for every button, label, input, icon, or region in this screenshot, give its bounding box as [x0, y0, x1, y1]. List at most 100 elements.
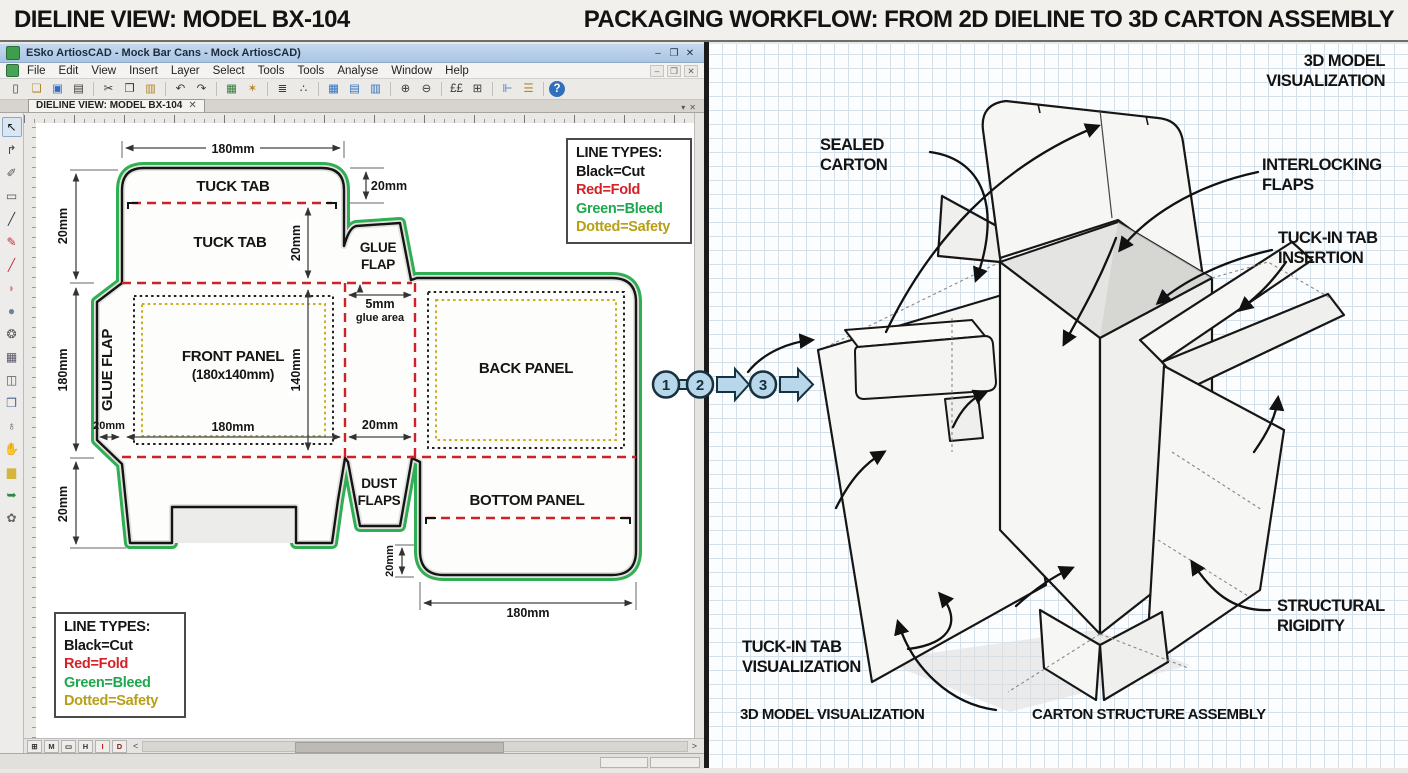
snap-icon[interactable]: ⊞	[472, 83, 483, 95]
menu-layer[interactable]: Layer	[170, 64, 200, 77]
toolbar-separator	[543, 82, 544, 96]
dim-left-top: 20mm	[56, 208, 70, 244]
tuck-tab-inner-label: TUCK TAB	[193, 234, 267, 251]
view-grid-1-icon[interactable]: ▦	[328, 83, 339, 95]
zoom-in-icon[interactable]: ⊕	[400, 83, 411, 95]
bottom-notch-shading	[172, 509, 296, 543]
legend-fold: Red=Fold	[64, 656, 129, 673]
select-tool-icon[interactable]: ↖	[1, 117, 22, 137]
interlocking-flaps-label-2: FLAPS	[1262, 176, 1314, 194]
status-cell	[600, 757, 648, 768]
menu-insert[interactable]: Insert	[129, 64, 158, 77]
settings-tool-icon[interactable]: ✿	[6, 511, 17, 525]
pan-tool-icon[interactable]: ✋	[4, 442, 19, 456]
measure-tool-icon[interactable]: ✐	[6, 166, 17, 180]
view-grid-3-icon[interactable]: ▥	[370, 83, 381, 95]
status-button-3[interactable]: ▭	[61, 739, 76, 753]
tab-close-icon[interactable]: ✕	[188, 100, 197, 111]
app-icon	[6, 46, 20, 60]
fold-line-tool-icon[interactable]: ╱	[7, 258, 16, 272]
export-tool-icon[interactable]: ➥	[6, 488, 17, 502]
restore-button[interactable]: ❐	[669, 47, 679, 59]
dimension-icon[interactable]: ££	[450, 83, 463, 95]
mdi-restore-icon[interactable]: ❐	[667, 64, 681, 77]
tuck-in-viz-label-1: TUCK-IN TAB	[742, 638, 842, 656]
graph-icon[interactable]: ∴	[299, 83, 308, 95]
panel-close-icon[interactable]: ✕	[689, 103, 696, 112]
fill-tool-icon[interactable]: ▆	[6, 465, 17, 479]
carton-3d-shapes	[816, 99, 1346, 702]
panel-tool-icon[interactable]: ▦	[5, 350, 18, 364]
menu-tools-2[interactable]: Tools	[297, 64, 325, 77]
redo-icon[interactable]: ↷	[196, 83, 207, 95]
tab-bar-controls: ▾ ✕	[681, 103, 704, 112]
menu-window[interactable]: Window	[391, 64, 433, 77]
split-view-tool-icon[interactable]: ◫	[5, 373, 18, 387]
menu-view[interactable]: View	[91, 64, 117, 77]
mdi-minimize-icon[interactable]: –	[650, 64, 664, 77]
workflow-step-2	[685, 370, 715, 399]
menu-help[interactable]: Help	[445, 64, 469, 77]
align-icon[interactable]: ⊩	[502, 83, 513, 95]
status-button-4[interactable]: H	[78, 739, 93, 753]
glue-flap-left-label: GLUE FLAP	[99, 329, 116, 412]
menu-tools-1[interactable]: Tools	[257, 64, 285, 77]
dieline-title: DIELINE VIEW: MODEL BX-104	[14, 6, 350, 33]
dim-top-width: 180mm	[211, 142, 254, 156]
horizontal-scrollbar-row: ⊞ M ▭ H I D < >	[24, 738, 704, 753]
toolbar-separator	[390, 82, 391, 96]
design-icon[interactable]: ✶	[247, 83, 258, 95]
drawing-canvas[interactable]: 180mm 20mm 20mm 20mm 180mm 140mm 180mm 2…	[36, 123, 694, 738]
menu-file[interactable]: File	[27, 64, 46, 77]
toolbar-separator	[93, 82, 94, 96]
toolbar-separator	[492, 82, 493, 96]
options-icon[interactable]: ☰	[523, 83, 534, 95]
status-button-2[interactable]: M	[44, 739, 59, 753]
model-top-label-1: 3D MODEL	[1304, 52, 1386, 70]
mdi-close-icon[interactable]: ✕	[684, 64, 698, 77]
frame-tool-icon[interactable]: ❒	[6, 396, 17, 410]
menu-select[interactable]: Select	[212, 64, 245, 77]
help-icon[interactable]: ?	[549, 81, 565, 97]
bottom-left-caption: 3D MODEL VISUALIZATION	[740, 706, 924, 723]
cut-icon[interactable]: ✂	[103, 83, 114, 95]
rebuild-icon[interactable]: ▦	[226, 83, 237, 95]
copy-icon[interactable]: ❐	[124, 83, 135, 95]
eraser-tool-icon[interactable]: ◗	[7, 281, 16, 295]
vertical-ruler	[24, 123, 37, 738]
layout-icon[interactable]: ≣	[277, 83, 288, 95]
ellipse-tool-icon[interactable]: ●	[7, 304, 16, 318]
marquee-tool-icon[interactable]: ▭	[5, 189, 18, 203]
direct-select-tool-icon[interactable]: ↱	[6, 143, 17, 157]
rotate-tool-icon[interactable]: ❂	[6, 327, 17, 341]
sealed-carton-label-2: CARTON	[820, 156, 887, 174]
undo-icon[interactable]: ↶	[175, 83, 186, 95]
pencil-tool-icon[interactable]: ✎	[6, 235, 17, 249]
scroll-left-icon[interactable]: <	[133, 741, 139, 751]
open-icon[interactable]: ❏	[31, 83, 42, 95]
menu-analyse[interactable]: Analyse	[337, 64, 379, 77]
horizontal-scrollbar[interactable]	[142, 740, 688, 753]
print-icon[interactable]: ▤	[73, 83, 84, 95]
save-icon[interactable]: ▣	[52, 83, 63, 95]
line-tool-icon[interactable]: ╱	[7, 212, 16, 226]
scroll-right-icon[interactable]: >	[691, 741, 697, 751]
tab-dieline-view[interactable]: DIELINE VIEW: MODEL BX-104 ✕	[28, 99, 205, 112]
status-button-1[interactable]: ⊞	[27, 739, 42, 753]
interlocking-flaps-label-1: INTERLOCKING	[1262, 156, 1382, 174]
tool-palette: ↖ ↱ ✐ ▭ ╱ ✎ ╱ ◗ ● ❂ ▦ ◫ ❒ ♁ ✋ ▆ ➥ ✿	[0, 113, 24, 753]
view-grid-2-icon[interactable]: ▤	[349, 83, 360, 95]
new-file-icon[interactable]: ▯	[12, 83, 19, 95]
scrollbar-thumb[interactable]	[295, 741, 504, 753]
legend-fold: Red=Fold	[576, 182, 641, 199]
chevron-down-icon[interactable]: ▾	[681, 103, 686, 112]
status-button-6[interactable]: D	[112, 739, 127, 753]
minimize-button[interactable]: –	[655, 47, 661, 59]
status-button-5[interactable]: I	[95, 739, 110, 753]
menu-edit[interactable]: Edit	[58, 64, 79, 77]
globe-tool-icon[interactable]: ♁	[7, 419, 16, 433]
zoom-out-icon[interactable]: ⊖	[421, 83, 432, 95]
close-button[interactable]: ✕	[685, 47, 695, 59]
fold-lines	[122, 201, 636, 524]
paste-icon[interactable]: ▥	[145, 83, 156, 95]
